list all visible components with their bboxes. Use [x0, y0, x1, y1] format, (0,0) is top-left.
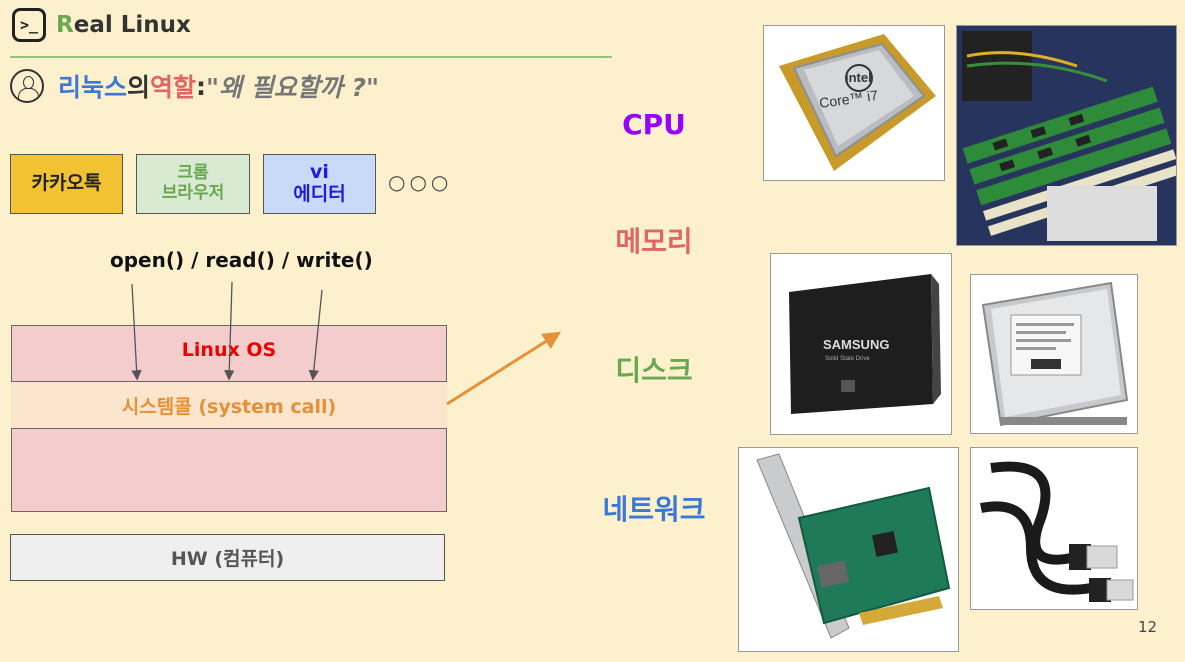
system-call-layer: 시스템콜 (system call): [11, 381, 447, 429]
ssd-brand-text: SAMSUNG: [823, 337, 889, 352]
more-apps-dots: ○○○: [388, 170, 453, 194]
network-label: 네트워크: [602, 493, 706, 526]
scholar-icon: [10, 69, 44, 103]
app-box-vi: vi 에디터: [263, 154, 376, 214]
disk-label: 디스크: [615, 354, 693, 387]
app-box-chrome: 크롬 브라우저: [136, 154, 250, 214]
app-box-kakaotalk: 카카오톡: [10, 154, 123, 214]
ssd-photo: SAMSUNG Solid State Drive: [770, 253, 952, 435]
network-card-photo: [738, 447, 959, 652]
memory-label: 메모리: [615, 225, 693, 258]
brand: >_ Real Linux: [12, 8, 191, 42]
ethernet-cable-photo: [970, 447, 1138, 610]
terminal-icon: >_: [12, 8, 46, 42]
page-number: 12: [1138, 618, 1158, 636]
memory-photo: [956, 25, 1177, 246]
linux-os-label: Linux OS: [181, 339, 277, 361]
brand-title: Real Linux: [56, 12, 191, 38]
hdd-photo: [970, 274, 1138, 434]
cpu-photo: intel Core™ i7: [763, 25, 945, 181]
syscall-functions-label: open() / read() / write(): [110, 248, 373, 272]
cpu-label: CPU: [622, 108, 686, 141]
hardware-box: HW (컴퓨터): [10, 534, 445, 581]
header-divider: [10, 56, 612, 58]
cpu-brand-text: intel: [845, 70, 872, 85]
to-hardware-arrow: [446, 331, 562, 406]
ssd-sub-text: Solid State Drive: [825, 356, 870, 362]
